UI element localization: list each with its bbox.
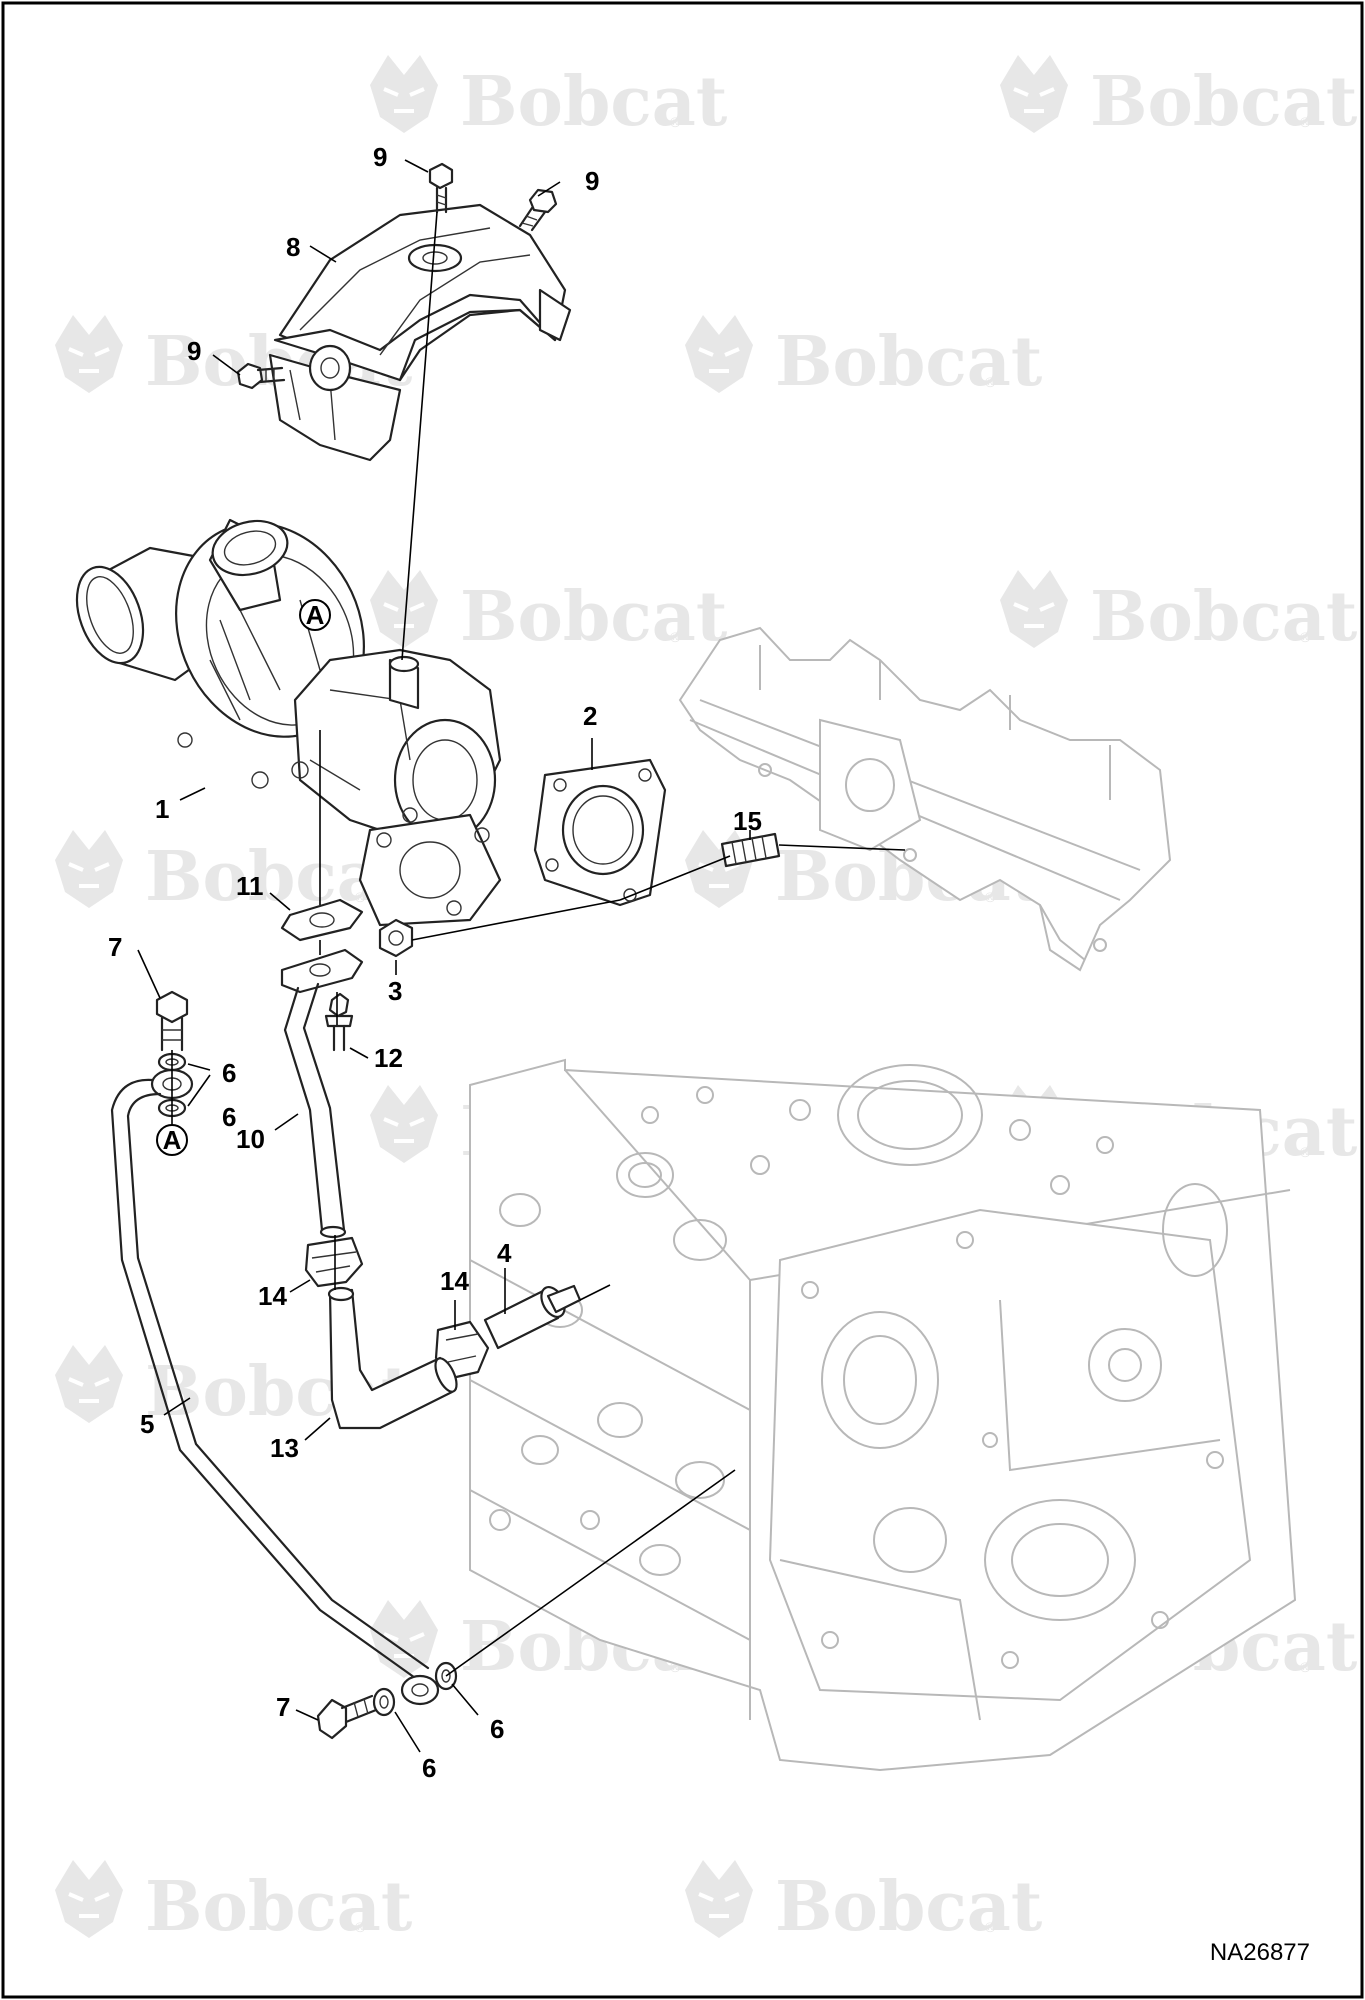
callout-9: 9 [585,166,599,196]
callout-9: 9 [373,142,387,172]
callout-14: 14 [440,1266,469,1296]
svg-text:®: ® [670,629,681,645]
callout-6: 6 [490,1714,504,1744]
heat-shield[interactable] [268,203,572,462]
svg-text:Bobcat: Bobcat [145,1867,413,1947]
turbocharger[interactable]: A [65,492,502,927]
svg-text:®: ® [1300,1144,1311,1160]
oil-gasket-11[interactable] [280,898,364,942]
callout-5: 5 [140,1409,154,1439]
callout-3: 3 [388,976,402,1006]
callout-13: 13 [270,1433,299,1463]
svg-text:Bobcat: Bobcat [1090,62,1358,142]
callout-11: 11 [236,871,264,901]
banjo-bolt-7-bottom[interactable] [316,1694,378,1740]
assembly-lines [171,211,906,1677]
svg-text:®: ® [355,1919,366,1935]
callout-7: 7 [276,1692,290,1722]
oil-return-hose[interactable] [327,1286,461,1430]
svg-text:®: ® [1300,629,1311,645]
svg-text:®: ® [1300,114,1311,130]
svg-text:Bobcat: Bobcat [775,322,1043,402]
callout-15: 15 [733,806,762,836]
hose-clamp-14-upper[interactable] [304,1236,364,1288]
svg-text:®: ® [1300,1659,1311,1675]
exhaust-manifold-outline [678,626,1172,972]
svg-text:Bobcat: Bobcat [1090,577,1358,657]
callout-7: 7 [108,932,122,962]
svg-text:®: ® [670,1659,681,1675]
callout-14: 14 [258,1281,287,1311]
callout-6: 6 [222,1102,236,1132]
svg-text:Bobcat: Bobcat [460,62,728,142]
svg-text:®: ® [985,889,996,905]
bolt-9-right[interactable] [518,188,558,232]
watermark: Bobcat ® [683,1858,1043,1947]
callout-4: 4 [497,1238,512,1268]
turbo-flange-gasket[interactable] [533,758,667,907]
svg-text:®: ® [670,114,681,130]
oil-feed-line[interactable] [110,1068,440,1706]
callout-1: 1 [155,794,169,824]
bolt-9-left[interactable] [236,362,286,390]
washer-6-bottom-left[interactable] [372,1687,396,1717]
watermark: Bobcat ® [53,828,413,917]
callout-9: 9 [187,336,201,366]
watermark: Bobcat ® [998,53,1358,142]
bolt-9-top[interactable] [428,162,454,214]
nut-3[interactable] [378,918,414,958]
oil-return-tube[interactable] [280,948,364,1239]
watermark: Bobcat ® [683,313,1043,402]
svg-text:A: A [306,600,325,630]
reference-marker-a [299,599,331,631]
watermark: Bobcat ® [368,53,728,142]
return-fitting-4[interactable] [483,1283,582,1350]
callout-10: 10 [236,1124,265,1154]
bolt-12[interactable] [324,992,354,1052]
watermark: Bobcat ® [998,568,1358,657]
svg-text:A: A [163,1125,182,1155]
svg-text:Bobcat: Bobcat [775,1867,1043,1947]
callouts: 9 9 8 9 1 2 15 11 3 7 6 12 6 10 4 14 14 … [108,142,762,1783]
callout-12: 12 [374,1043,403,1073]
callout-6: 6 [422,1753,436,1783]
watermark: Bobcat ® [53,1858,413,1947]
engine-block-outline [469,1058,1297,1772]
svg-text:®: ® [985,374,996,390]
svg-text:®: ® [355,889,366,905]
drawing-number: NA26877 [1210,1939,1310,1966]
reference-marker-a-lower: A [156,1124,188,1156]
callout-2: 2 [583,701,597,731]
svg-text:®: ® [985,1919,996,1935]
watermark: Bobcat ® [368,568,728,657]
banjo-bolt-7-top[interactable] [155,990,189,1052]
callout-6: 6 [222,1058,236,1088]
callout-8: 8 [286,232,300,262]
svg-text:Bobcat: Bobcat [460,577,728,657]
callout-leaders [137,159,751,1753]
